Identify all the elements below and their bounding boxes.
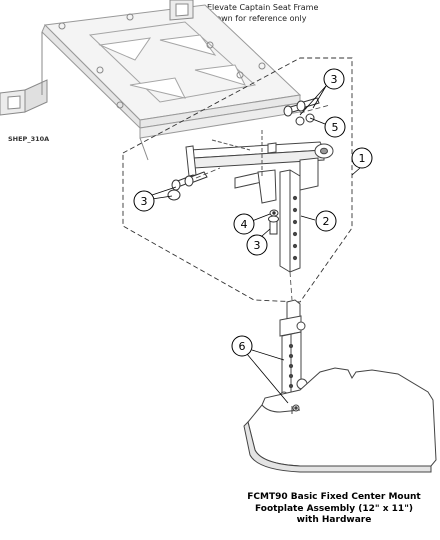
set-screw <box>268 215 279 235</box>
callout-6-label: 6 <box>239 340 246 353</box>
callout-2: 2 <box>300 210 337 232</box>
callout-4-label: 4 <box>241 218 248 231</box>
callout-3-left-label: 3 <box>141 195 148 208</box>
figure-id: SHEP_310A <box>8 135 50 143</box>
reference-note-line1: Elevate Captain Seat Frame <box>207 3 319 12</box>
mount-tube <box>279 169 301 273</box>
hardware-boundary <box>122 57 353 303</box>
washer <box>269 209 279 217</box>
screw-set-left <box>167 171 208 201</box>
footplate-assembly <box>243 299 437 473</box>
assembly-lines <box>195 104 331 301</box>
seat-frame <box>0 0 302 161</box>
callout-2-label: 2 <box>323 215 330 228</box>
callout-3-left: 3 <box>133 186 177 212</box>
callout-3-bottom: 3 <box>246 228 271 256</box>
reference-note: Elevate Captain Seat Frame shown for ref… <box>207 2 318 24</box>
caption-line1: FCMT90 Basic Fixed Center Mount <box>247 492 421 502</box>
screw-set-right <box>283 97 320 126</box>
callout-5: 5 <box>309 116 346 138</box>
caption-line2: Footplate Assembly (12" x 11") <box>254 503 413 514</box>
reference-note-line2: shown for reference only <box>207 14 307 23</box>
callout-1-label: 1 <box>359 152 366 165</box>
callout-3-right-label: 3 <box>331 73 338 86</box>
callout-1: 1 <box>351 147 373 176</box>
assembly-caption: FCMT90 Basic Fixed Center Mount Footplat… <box>236 492 432 527</box>
callout-5-label: 5 <box>332 121 339 134</box>
callout-3-bottom-label: 3 <box>254 239 261 252</box>
callout-6: 6 <box>231 335 289 404</box>
mounting-bracket <box>185 130 334 204</box>
callout-3-right: 3 <box>299 68 345 116</box>
callout-4: 4 <box>233 213 271 235</box>
caption-line3: with Hardware <box>296 515 372 525</box>
